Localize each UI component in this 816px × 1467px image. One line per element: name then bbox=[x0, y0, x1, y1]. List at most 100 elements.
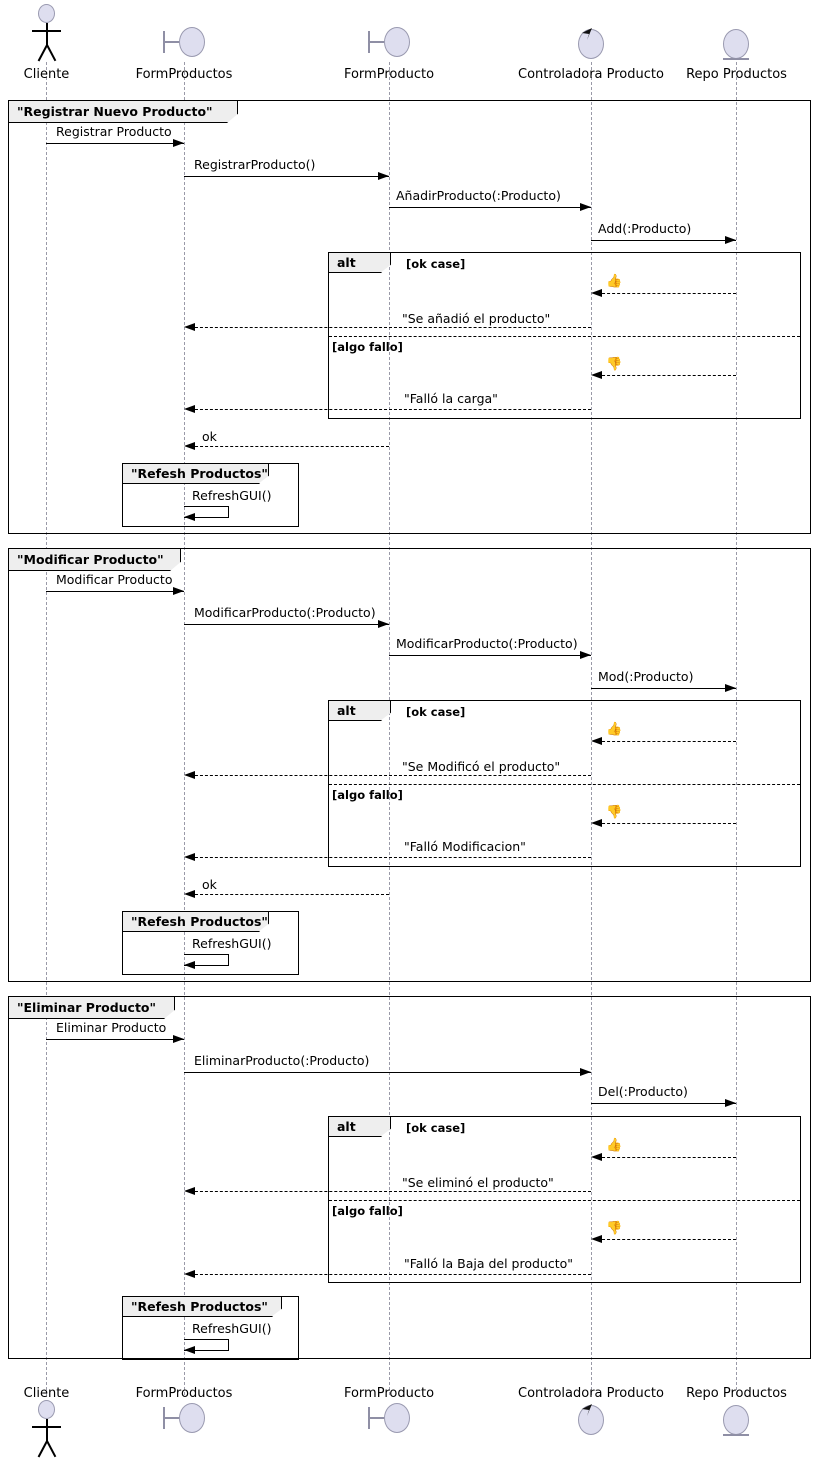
arrow-head-right bbox=[580, 1067, 591, 1076]
message-label: Mod(:Producto) bbox=[598, 669, 694, 684]
arrow-head-right bbox=[580, 650, 591, 659]
fragment-registrar-label-tab: "Registrar Nuevo Producto" bbox=[9, 101, 238, 123]
fragment-label: "Refesh Productos" bbox=[131, 913, 268, 929]
lifeline-formproducto bbox=[389, 62, 390, 1395]
message-line bbox=[591, 240, 736, 241]
thumbs-up-icon: 👍 bbox=[606, 1138, 623, 1153]
participant-label: Cliente bbox=[23, 67, 70, 82]
message-label: AñadirProducto(:Producto) bbox=[396, 188, 561, 203]
alt-operator-label: alt bbox=[337, 702, 356, 718]
arrow-head-left bbox=[184, 770, 195, 779]
fragment-refresh-registrar[interactable] bbox=[122, 463, 299, 527]
lifeline-cliente bbox=[46, 62, 47, 1395]
fragment-refresh-modificar[interactable] bbox=[122, 911, 299, 975]
alt-condition-fail: [algo fallo] bbox=[332, 788, 403, 802]
fragment-eliminar-label-tab: "Eliminar Producto" bbox=[9, 997, 175, 1019]
alt-operator-tab: alt bbox=[329, 1117, 391, 1137]
return-line bbox=[597, 1157, 736, 1158]
fragment-label: "Registrar Nuevo Producto" bbox=[17, 103, 213, 119]
message-line bbox=[184, 176, 389, 177]
participant-label: FormProductos bbox=[135, 67, 233, 82]
alt-branch-divider bbox=[329, 336, 800, 337]
thumbs-down-icon: 👎 bbox=[606, 805, 623, 820]
message-line bbox=[184, 624, 389, 625]
self-message-label: RefreshGUI() bbox=[192, 488, 272, 503]
return-line bbox=[190, 1274, 591, 1275]
alt-operator-label: alt bbox=[337, 1118, 356, 1134]
arrow-head-left bbox=[591, 1152, 602, 1161]
message-label: ok bbox=[202, 429, 217, 444]
message-label: ModificarProducto(:Producto) bbox=[194, 605, 376, 620]
arrow-head-left bbox=[184, 1346, 195, 1354]
alt-condition-fail: [algo fallo] bbox=[332, 1204, 403, 1218]
fragment-refresh-label-tab: "Refesh Productos" bbox=[123, 912, 269, 932]
message-line bbox=[46, 591, 184, 592]
arrow-head-left bbox=[591, 1234, 602, 1243]
arrow-head-left bbox=[184, 1269, 195, 1278]
participant-label: FormProducto bbox=[343, 1386, 435, 1401]
self-message-label: RefreshGUI() bbox=[192, 1321, 272, 1336]
message-label: Del(:Producto) bbox=[598, 1084, 688, 1099]
arrow-head-right bbox=[725, 1098, 736, 1107]
participant-label: Controladora Producto bbox=[518, 1386, 664, 1401]
return-line bbox=[597, 741, 736, 742]
arrow-head-left bbox=[184, 961, 195, 969]
participant-label: FormProductos bbox=[135, 1386, 233, 1401]
message-line bbox=[46, 143, 184, 144]
alt-condition-ok: [ok case] bbox=[406, 705, 466, 719]
message-label: "Se eliminó el producto" bbox=[402, 1175, 554, 1190]
alt-operator-tab: alt bbox=[329, 701, 391, 721]
message-line bbox=[389, 207, 591, 208]
fragment-modificar[interactable] bbox=[8, 548, 811, 982]
return-line bbox=[190, 327, 591, 328]
fragment-label: "Modificar Producto" bbox=[17, 551, 164, 567]
return-line bbox=[597, 293, 736, 294]
thumbs-down-icon: 👎 bbox=[606, 1221, 623, 1236]
arrow-head-left bbox=[591, 288, 602, 297]
message-label: Registrar Producto bbox=[56, 124, 172, 139]
arrow-head-right bbox=[173, 586, 184, 595]
message-line bbox=[591, 688, 736, 689]
self-message-loop bbox=[184, 954, 229, 966]
self-message-loop bbox=[184, 506, 229, 518]
return-line bbox=[190, 857, 591, 858]
message-label: "Falló la carga" bbox=[404, 391, 498, 406]
self-message-label: RefreshGUI() bbox=[192, 936, 272, 951]
arrow-head-right bbox=[378, 171, 389, 180]
arrow-head-left bbox=[591, 818, 602, 827]
arrow-head-left bbox=[591, 736, 602, 745]
arrow-head-left bbox=[184, 513, 195, 521]
participant-label: FormProducto bbox=[343, 67, 435, 82]
return-line bbox=[597, 1239, 736, 1240]
alt-fragment-eliminar[interactable] bbox=[328, 1116, 801, 1283]
fragment-refresh-eliminar[interactable] bbox=[122, 1296, 299, 1360]
arrow-head-left bbox=[184, 889, 195, 898]
message-label: EliminarProducto(:Producto) bbox=[194, 1053, 370, 1068]
message-label: "Se Modificó el producto" bbox=[402, 759, 561, 774]
alt-fragment-modificar[interactable] bbox=[328, 700, 801, 867]
arrow-head-left bbox=[591, 370, 602, 379]
participant-label: Cliente bbox=[23, 1386, 70, 1401]
arrow-head-left bbox=[184, 322, 195, 331]
alt-branch-divider bbox=[329, 784, 800, 785]
alt-operator-label: alt bbox=[337, 254, 356, 270]
fragment-eliminar[interactable] bbox=[8, 996, 811, 1359]
alt-fragment-registrar[interactable] bbox=[328, 252, 801, 419]
message-label: Eliminar Producto bbox=[56, 1020, 167, 1035]
return-line bbox=[190, 446, 389, 447]
arrow-head-left bbox=[184, 852, 195, 861]
arrow-head-right bbox=[173, 1034, 184, 1043]
fragment-registrar[interactable] bbox=[8, 100, 811, 534]
message-line bbox=[46, 1039, 184, 1040]
fragment-label: "Refesh Productos" bbox=[131, 1298, 268, 1314]
message-line bbox=[184, 1072, 591, 1073]
alt-branch-divider bbox=[329, 1200, 800, 1201]
lifeline-repo bbox=[736, 62, 737, 1395]
alt-operator-tab: alt bbox=[329, 253, 391, 273]
message-label: RegistrarProducto() bbox=[194, 157, 316, 172]
thumbs-up-icon: 👍 bbox=[606, 722, 623, 737]
arrow-head-right bbox=[378, 619, 389, 628]
participant-label: Repo Productos bbox=[686, 67, 787, 82]
return-line bbox=[190, 409, 591, 410]
